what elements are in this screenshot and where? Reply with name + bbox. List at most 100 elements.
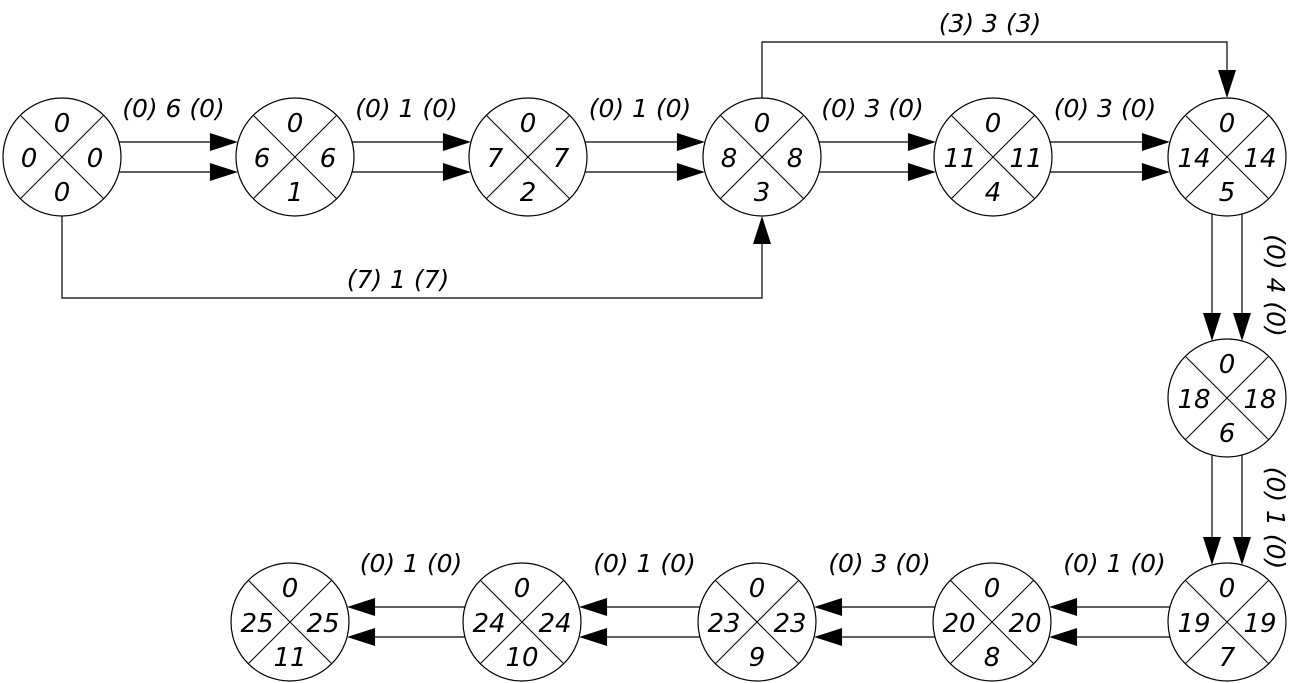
arrowhead-icon	[579, 598, 608, 616]
node-divider	[949, 579, 1035, 665]
edge-10-11	[375, 606, 465, 638]
node-value-bottom: 5	[1219, 178, 1236, 208]
edge-0-1	[119, 141, 210, 173]
node-value-right: 24	[538, 609, 571, 639]
node-divider	[1184, 579, 1270, 665]
node-value-left: 19	[1177, 609, 1210, 639]
node-divider	[714, 579, 800, 665]
node-value-bottom: 2	[520, 178, 537, 208]
node-divider	[1184, 355, 1270, 441]
node-divider	[479, 579, 565, 665]
arrowhead-icon	[579, 628, 608, 646]
node-value-bottom: 10	[505, 643, 538, 673]
node-divider	[719, 114, 805, 200]
edge-label: (3) 3 (3)	[939, 9, 1042, 38]
arrowhead-icon	[1141, 133, 1170, 151]
edge-label: (0) 3 (0)	[828, 549, 931, 578]
node-value-top: 0	[985, 109, 1002, 139]
arrowhead-icon	[442, 133, 471, 151]
edge-label: (0) 4 (0)	[1261, 234, 1290, 337]
node-value-left: 25	[240, 609, 273, 639]
node-value-right: 7	[553, 144, 570, 174]
node-value-bottom: 6	[1219, 419, 1236, 449]
arrowhead-icon	[1049, 628, 1078, 646]
node-divider	[950, 114, 1036, 200]
edge-2-3	[585, 141, 677, 173]
node-value-right: 23	[773, 609, 806, 639]
node-value-right: 14	[1243, 144, 1276, 174]
node-value-top: 0	[520, 109, 537, 139]
edge-line	[761, 41, 1228, 98]
node-value-right: 11	[1009, 144, 1042, 174]
node-value-left: 23	[707, 609, 740, 639]
arrowhead-icon	[1141, 163, 1170, 181]
arrowhead-icon	[907, 133, 936, 151]
node-value-right: 18	[1243, 385, 1276, 415]
node-value-top: 0	[749, 574, 766, 604]
edge-6-7	[1211, 455, 1243, 537]
node-value-bottom: 4	[985, 178, 1002, 208]
arrowhead-icon	[1233, 536, 1251, 565]
arrowhead-icon	[907, 163, 936, 181]
edge-1-2	[352, 141, 443, 173]
node-divider	[252, 114, 338, 200]
node-value-bottom: 8	[984, 643, 1001, 673]
edge-label: (0) 1 (0)	[355, 94, 458, 123]
edge-label: (0) 1 (0)	[1261, 467, 1290, 570]
node-divider	[247, 579, 333, 665]
arrowhead-icon	[676, 133, 705, 151]
node-value-right: 6	[320, 144, 337, 174]
edge-label: (7) 1 (7)	[347, 265, 450, 294]
node-value-right: 0	[87, 144, 104, 174]
node-value-left: 0	[21, 144, 38, 174]
arrowhead-icon	[347, 628, 376, 646]
arrowhead-icon	[814, 598, 843, 616]
arrowhead-icon	[442, 163, 471, 181]
node-value-bottom: 11	[273, 643, 306, 673]
node-value-top: 0	[984, 574, 1001, 604]
edge-3-4	[819, 141, 908, 173]
edge-line	[61, 216, 763, 299]
node-value-left: 7	[487, 144, 504, 174]
node-value-right: 20	[1008, 609, 1041, 639]
edge-7-8	[1077, 606, 1170, 638]
edge-4-5	[1050, 141, 1142, 173]
arrowhead-icon	[1218, 70, 1236, 98]
node-value-bottom: 3	[754, 178, 771, 208]
node-value-top: 0	[1219, 109, 1236, 139]
arrowhead-icon	[676, 163, 705, 181]
arrowhead-icon	[814, 628, 843, 646]
arrowhead-icon	[1049, 598, 1078, 616]
edge-8-9	[842, 606, 935, 638]
arrowhead-icon	[1233, 312, 1251, 341]
node-value-right: 19	[1243, 609, 1276, 639]
node-value-bottom: 1	[287, 178, 304, 208]
node-value-left: 8	[721, 144, 738, 174]
node-value-left: 11	[943, 144, 976, 174]
node-value-bottom: 9	[749, 643, 766, 673]
arrowhead-icon	[1203, 312, 1221, 341]
node-divider	[1184, 114, 1270, 200]
node-value-bottom: 7	[1219, 643, 1236, 673]
edge-3-5	[761, 41, 1228, 98]
node-value-left: 18	[1177, 385, 1210, 415]
arrowhead-icon	[209, 133, 238, 151]
node-value-top: 0	[282, 574, 299, 604]
node-value-left: 20	[942, 609, 975, 639]
node-value-top: 0	[514, 574, 531, 604]
edge-9-10	[607, 606, 700, 638]
node-value-right: 25	[306, 609, 339, 639]
node-value-top: 0	[54, 109, 71, 139]
edge-label: (0) 1 (0)	[1063, 549, 1166, 578]
arrowhead-icon	[753, 216, 771, 244]
